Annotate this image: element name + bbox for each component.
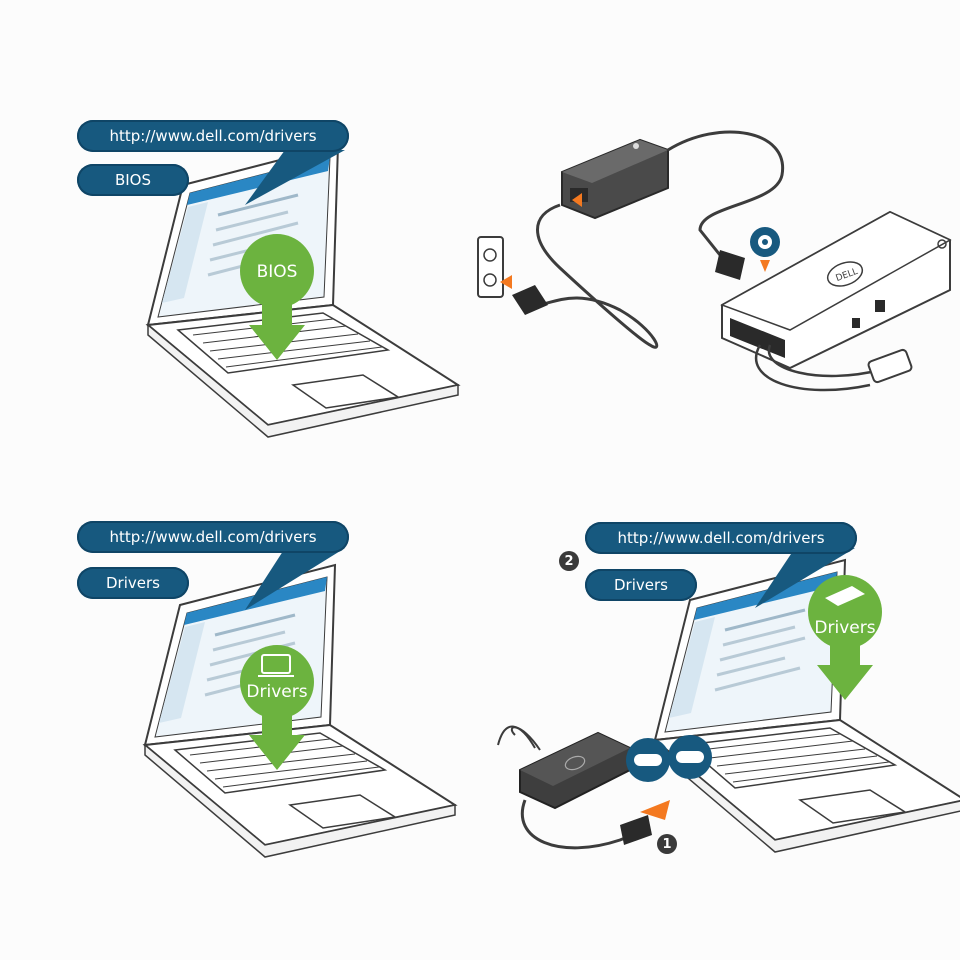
down-arrow-icon: [808, 575, 882, 700]
url-pill: http://www.dell.com/drivers: [585, 522, 857, 554]
laptop-icon: [653, 558, 960, 854]
badge-label: BIOS: [256, 262, 298, 282]
usb-c-icon: [626, 735, 712, 782]
label-pill: Drivers: [77, 567, 189, 599]
label-pill: BIOS: [77, 164, 189, 196]
badge-label: Drivers: [814, 618, 876, 638]
callout-pointer: [755, 548, 855, 608]
badge-label: Drivers: [246, 682, 308, 702]
wall-outlet-icon: [477, 236, 504, 298]
down-arrow-icon: [240, 234, 314, 360]
url-pill: http://www.dell.com/drivers: [77, 120, 349, 152]
usb-c-icon: [750, 227, 780, 272]
down-arrow-icon: [240, 645, 314, 770]
callout-pointer: [245, 548, 345, 610]
power-adapter-icon: [512, 130, 785, 349]
step-number: 1: [657, 834, 677, 854]
callout-pointer: [245, 150, 345, 205]
dock-icon: [720, 210, 952, 392]
dock-icon: [497, 725, 670, 850]
laptop-icon: [143, 563, 457, 859]
step-number: 2: [559, 551, 579, 571]
url-pill: http://www.dell.com/drivers: [77, 521, 349, 553]
label-pill: Drivers: [585, 569, 697, 601]
